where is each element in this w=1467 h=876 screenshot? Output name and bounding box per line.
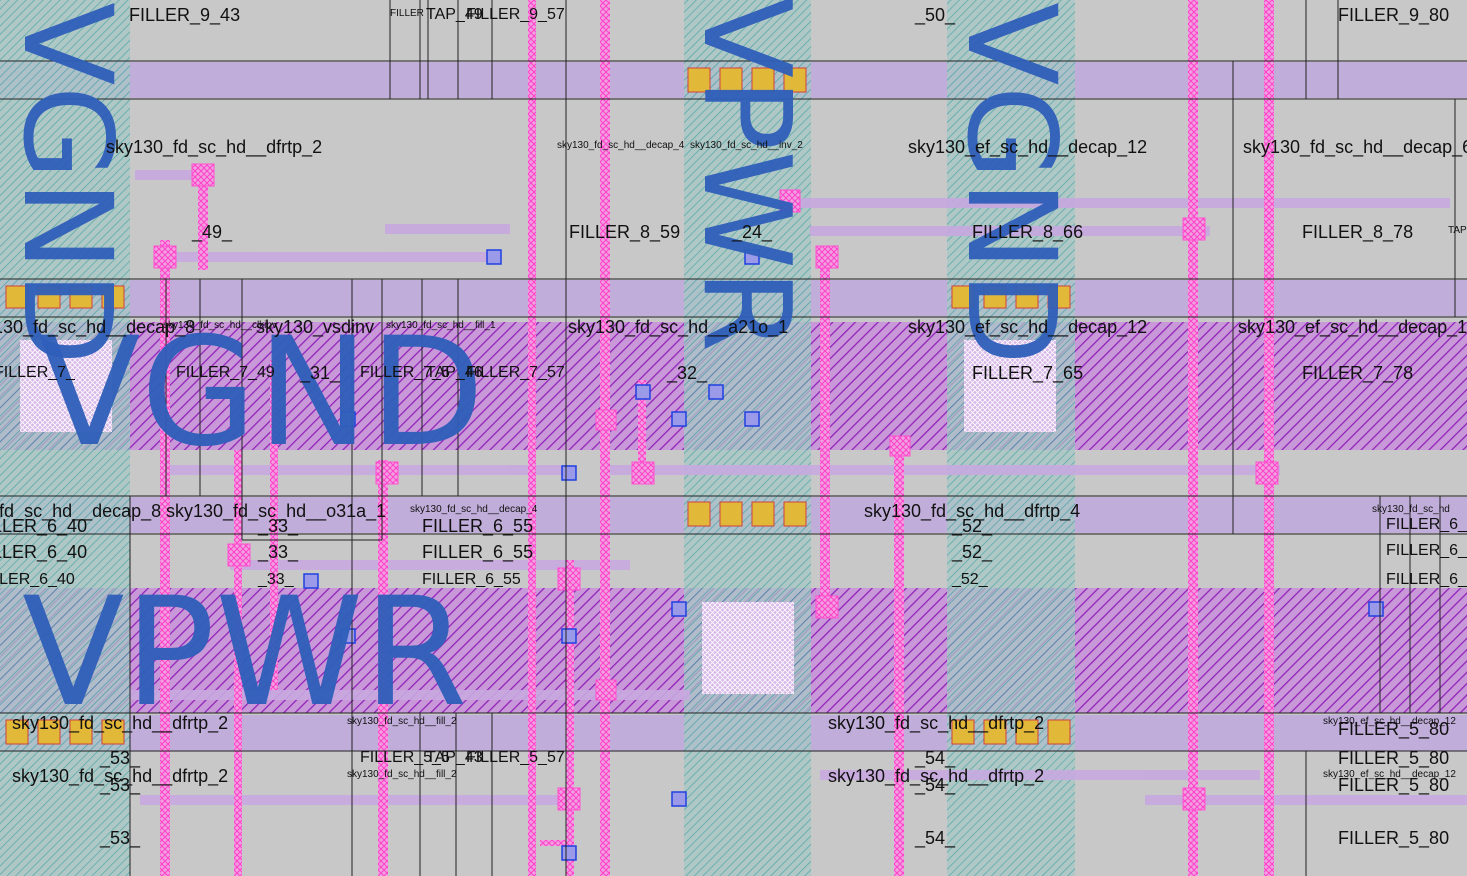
cell-label: FILLER_9_57 bbox=[466, 6, 565, 23]
cell-type-label: sky130_vsdinv bbox=[256, 317, 375, 337]
cell-type-label: sky130_fd_sc_hd__fill_2 bbox=[347, 716, 457, 727]
diffusion-areas bbox=[20, 340, 1056, 694]
cell-label: TAP_49 bbox=[426, 6, 483, 23]
blue-contacts bbox=[303, 249, 1384, 861]
cell-label: FILLER bbox=[390, 8, 424, 19]
cell-label: _52_ bbox=[952, 542, 993, 562]
cell-label: _53_ bbox=[100, 775, 141, 795]
vgnd-vertical-right: VGND bbox=[940, 2, 1082, 366]
cell-type-label: sky130_fd_sc_hd__fill_1 bbox=[386, 320, 496, 331]
cell-label: TAP bbox=[1448, 225, 1467, 236]
cell-type-label: sky130_fd_sc_hd__inv_2 bbox=[690, 140, 803, 151]
cell-label: FILLER_9_43 bbox=[129, 5, 241, 25]
cell-type-label: sky130_fd_sc_hd__decap_4 bbox=[557, 140, 685, 151]
cell-label: _54_ bbox=[915, 748, 956, 768]
cell-label: _52_ bbox=[952, 516, 993, 536]
cell-label: FILLER_7_57 bbox=[466, 364, 565, 381]
cell-type-label: sky130_fd_sc_hd__dfrtp_2 bbox=[12, 713, 229, 733]
cell-label: FILLER_6_40 bbox=[0, 571, 75, 588]
cell-label: FILLER_7_ bbox=[0, 364, 75, 381]
cell-type-label: sky130_fd_sc_hd__decap_8 bbox=[0, 317, 196, 337]
cell-label: _52_ bbox=[952, 571, 988, 588]
cell-label: FILLER_7_78 bbox=[1302, 363, 1414, 383]
cell-type-label: sky130_ef_sc_hd__decap_12 bbox=[908, 137, 1148, 157]
cell-type-label: sky130_ef_sc_hd__decap_12 bbox=[908, 317, 1148, 337]
cell-type-label: sky130_fd_sc_hd__fill_2 bbox=[347, 769, 457, 780]
cell-type-label: sky130_ef_sc_hd__decap_12 bbox=[1238, 317, 1467, 337]
cell-type-label: sky130_ef_sc_hd__decap_12 bbox=[1323, 769, 1456, 780]
cell-type-label: sky130_fd_sc_hd__decap_4 bbox=[410, 504, 538, 515]
cell-label: FILLER_7_5 bbox=[360, 364, 450, 381]
cell-label: TAP_46 bbox=[426, 364, 483, 381]
cell-label: FILLER_5_80 bbox=[1338, 775, 1450, 795]
cell-type-label: sky130_fd_sc_hd__a21o_1 bbox=[568, 317, 789, 337]
cell-label: _54_ bbox=[915, 828, 956, 848]
cell-type-label: sky130_fd_sc_hd__dfrtp_4 bbox=[864, 501, 1081, 521]
cell-label: TAP_43 bbox=[426, 749, 483, 766]
cell-label: _32_ bbox=[667, 363, 708, 383]
cell-label: _54_ bbox=[915, 775, 956, 795]
cell-label: FILLER_6_78 bbox=[1386, 516, 1467, 533]
vpwr-vertical-center: VPWR bbox=[676, 0, 815, 353]
cell-label: FILLER_6_55 bbox=[422, 571, 521, 588]
cell-label: _50_ bbox=[915, 5, 956, 25]
cell-type-label: sky130_fd_sc_hd__decap_6 bbox=[1243, 137, 1467, 157]
cell-label: FILLER_5_5 bbox=[360, 749, 450, 766]
cell-label: FILLER_8_59 bbox=[569, 222, 681, 242]
cell-label: _33_ bbox=[258, 542, 299, 562]
cell-label: _24_ bbox=[732, 222, 773, 242]
vpwr-horizontal: VPWR bbox=[22, 566, 468, 740]
cell-label: FILLER_5_80 bbox=[1338, 719, 1450, 739]
cell-label: FILLER_6_78 bbox=[1386, 542, 1467, 559]
cell-label: FILLER_6_40 bbox=[0, 516, 88, 536]
cell-type-label: sky130_fd_sc_hd__dfrtp_2 bbox=[828, 766, 1045, 786]
via-arrays bbox=[5, 67, 1071, 745]
cell-label: FILLER_5_80 bbox=[1338, 828, 1450, 848]
cell-label: _31_ bbox=[300, 363, 341, 383]
cell-label: FILLER_9_80 bbox=[1338, 5, 1450, 25]
tap-columns bbox=[0, 0, 1075, 876]
cell-label: FILLER_5_57 bbox=[466, 749, 565, 766]
cell-label: FILLER_6_40 bbox=[0, 542, 88, 562]
cell-label: FILLER_8_66 bbox=[972, 222, 1084, 242]
cell-type-label: sky130_fd_sc_hd bbox=[1372, 504, 1450, 515]
cell-type-label: sky130_fd_sc_hd__dfrtp_2 bbox=[106, 137, 323, 157]
cell-label: FILLER_6_55 bbox=[422, 516, 534, 536]
poly-lines bbox=[160, 0, 1274, 876]
cell-label: _53_ bbox=[100, 748, 141, 768]
cell-label: FILLER_6_55 bbox=[422, 542, 534, 562]
cell-label: FILLER_6_78 bbox=[1386, 571, 1467, 588]
cell-type-label: sky130_fd_sc_hd__dfrtp_2 bbox=[828, 713, 1045, 733]
cell-label: _53_ bbox=[100, 828, 141, 848]
cell-type-label: sky130_fd_sc_hd__dfrtp_2 bbox=[12, 766, 229, 786]
cell-label: _49_ bbox=[192, 222, 233, 242]
cell-type-label: sky130_ef_sc_hd__decap_12 bbox=[1323, 716, 1456, 727]
cell-label: FILLER_8_78 bbox=[1302, 222, 1414, 242]
poly-contacts bbox=[153, 163, 1279, 811]
vgnd-horizontal: VGND bbox=[38, 306, 485, 480]
cell-type-label: sky130_fd_sc_hd__decap_8 bbox=[0, 501, 162, 521]
cell-label: _33_ bbox=[258, 516, 299, 536]
cell-type-label: sky130_fd_sc_hd__clkinv bbox=[163, 320, 277, 331]
cell-type-label: sky130_fd_sc_hd__o31a_1 bbox=[166, 501, 387, 521]
cell-label: FILLER_7_65 bbox=[972, 363, 1084, 383]
cell-label: FILLER_5_80 bbox=[1338, 748, 1450, 768]
cell-label: FILLER_7_49 bbox=[176, 364, 275, 381]
cell-label: _33_ bbox=[258, 571, 294, 588]
